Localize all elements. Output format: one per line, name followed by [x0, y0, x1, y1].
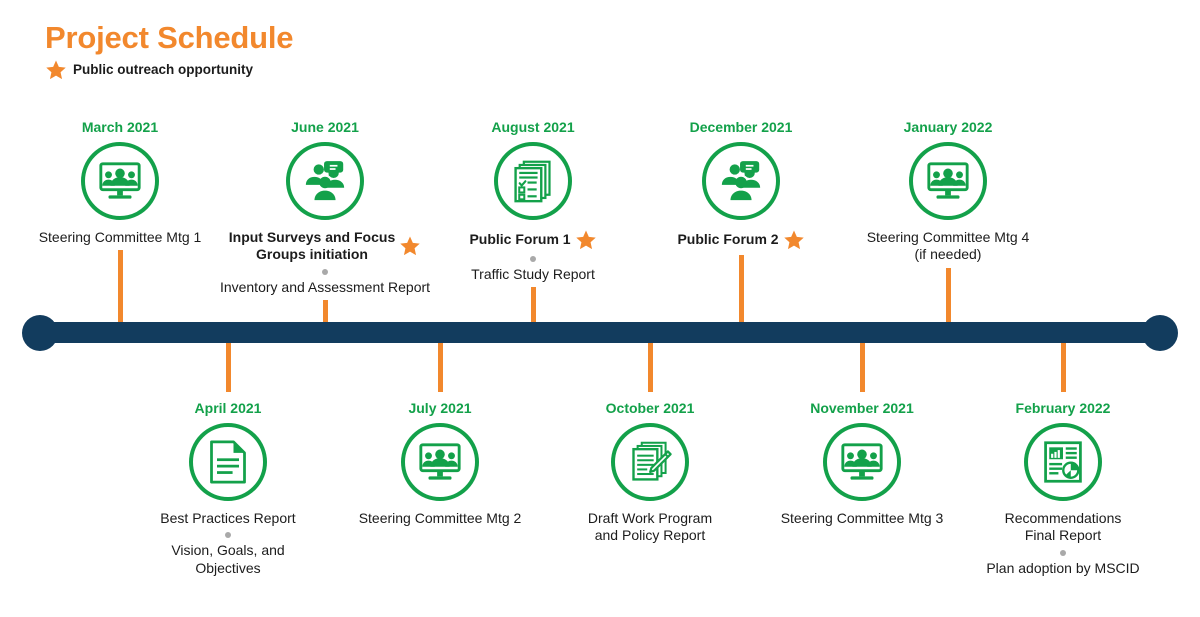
milestone-month: April 2021 [194, 400, 262, 416]
legend: Public outreach opportunity [45, 59, 565, 81]
milestone-primary-label: Best Practices Report [160, 509, 296, 526]
milestone-secondary-label: Plan adoption by MSCID [986, 559, 1140, 576]
milestone-primary-label: Input Surveys and Focus Groups initiatio… [228, 228, 396, 263]
milestone-primary-row: Steering Committee Mtg 2 [320, 510, 560, 528]
video-meeting-icon [401, 422, 479, 501]
milestone-labels: Public Forum 1 Traffic Study Report [413, 229, 653, 284]
connector-july-2021 [437, 343, 443, 392]
documents-pen-icon [611, 422, 689, 501]
label-separator-dot [225, 532, 231, 539]
milestone-primary-row: Steering Committee Mtg 4 (if needed) [828, 229, 1068, 264]
survey-stack-icon [494, 141, 572, 220]
milestone-january-2022: January 2022 Steering Committee Mtg 4 (i… [828, 119, 1068, 264]
milestone-labels: Public Forum 2 [621, 229, 861, 251]
milestone-secondary-label: Vision, Goals, and Objectives [171, 542, 285, 576]
milestone-primary-label: Steering Committee Mtg 1 [38, 228, 202, 245]
milestone-month: February 2022 [1015, 400, 1111, 416]
milestone-month: January 2022 [903, 119, 993, 135]
milestone-primary-row: Steering Committee Mtg 3 [742, 510, 982, 528]
focus-group-icon [286, 141, 364, 220]
milestone-month: August 2021 [491, 119, 575, 135]
connector-august-2021 [530, 287, 536, 322]
star-icon [45, 59, 67, 81]
page-title: Project Schedule [45, 20, 294, 55]
label-separator-dot [530, 255, 536, 262]
milestone-month: October 2021 [605, 400, 695, 416]
milestone-primary-row: Public Forum 2 [621, 229, 861, 251]
milestone-primary-row: Public Forum 1 [413, 229, 653, 251]
timeline-bar [22, 314, 1178, 351]
milestone-primary-label: Draft Work Program and Policy Report [587, 509, 713, 544]
milestone-primary-row: Input Surveys and Focus Groups initiatio… [205, 229, 445, 264]
report-chart-icon [1024, 422, 1102, 501]
connector-october-2021 [647, 343, 653, 392]
milestone-month: June 2021 [291, 119, 359, 135]
milestone-july-2021: July 2021 Steering Committee Mtg 2 [320, 400, 560, 527]
milestone-labels: Steering Committee Mtg 4 (if needed) [828, 229, 1068, 264]
connector-march-2021 [117, 250, 123, 322]
milestone-month: November 2021 [810, 400, 914, 416]
video-meeting-icon [823, 422, 901, 501]
star-icon [399, 235, 421, 257]
label-separator-dot [1060, 549, 1066, 556]
label-separator-dot [322, 268, 328, 275]
milestone-march-2021: March 2021 Steering Committee Mtg 1 [0, 119, 240, 246]
milestone-primary-label: Steering Committee Mtg 4 (if needed) [866, 228, 1030, 263]
star-icon [783, 229, 805, 251]
milestone-primary-label: Recommendations Final Report [1004, 509, 1122, 544]
milestone-june-2021: June 2021 Input Surveys and Focus Groups… [205, 119, 445, 296]
milestone-february-2022: February 2022 Recommendations Final Repo… [943, 400, 1183, 577]
connector-december-2021 [738, 254, 744, 322]
timeline-start-cap [22, 314, 58, 351]
milestone-labels: Input Surveys and Focus Groups initiatio… [205, 229, 445, 297]
milestone-primary-row: Best Practices Report [108, 510, 348, 528]
video-meeting-icon [909, 141, 987, 220]
connector-february-2022 [1060, 343, 1066, 392]
milestone-november-2021: November 2021 Steering Committee Mtg 3 [742, 400, 982, 527]
connector-november-2021 [859, 343, 865, 392]
milestone-month: December 2021 [689, 119, 793, 135]
milestone-primary-label: Public Forum 1 [469, 231, 571, 248]
milestone-labels: Steering Committee Mtg 2 [320, 510, 560, 528]
milestone-primary-row: Steering Committee Mtg 1 [0, 229, 240, 247]
milestone-labels: Steering Committee Mtg 1 [0, 229, 240, 247]
milestone-month: March 2021 [81, 119, 159, 135]
milestone-month: July 2021 [408, 400, 472, 416]
milestone-primary-label: Steering Committee Mtg 2 [358, 509, 522, 526]
document-icon [189, 422, 267, 501]
timeline-end-cap [1142, 314, 1178, 351]
milestone-primary-label: Public Forum 2 [677, 231, 779, 248]
milestone-october-2021: October 2021 Draft Work Program and Poli… [530, 400, 770, 545]
connector-june-2021 [322, 300, 328, 322]
connector-january-2022 [945, 267, 951, 322]
milestone-august-2021: August 2021 Public Forum 1 Traffic Study… [413, 119, 653, 283]
milestone-labels: Steering Committee Mtg 3 [742, 510, 982, 528]
milestone-december-2021: December 2021 Public Forum 2 [621, 119, 861, 251]
milestone-primary-row: Draft Work Program and Policy Report [530, 510, 770, 545]
milestone-secondary-label: Traffic Study Report [471, 265, 595, 282]
star-icon [575, 229, 597, 251]
video-meeting-icon [81, 141, 159, 220]
milestone-primary-label: Steering Committee Mtg 3 [780, 509, 944, 526]
focus-group-icon [702, 141, 780, 220]
connector-april-2021 [225, 343, 231, 392]
legend-label: Public outreach opportunity [73, 62, 254, 78]
header: Project Schedule Public outreach opportu… [45, 20, 565, 81]
timeline-bar-track [44, 322, 1156, 343]
milestone-secondary-label: Inventory and Assessment Report [219, 278, 431, 295]
milestone-labels: Draft Work Program and Policy Report [530, 510, 770, 545]
milestone-primary-row: Recommendations Final Report [943, 510, 1183, 545]
